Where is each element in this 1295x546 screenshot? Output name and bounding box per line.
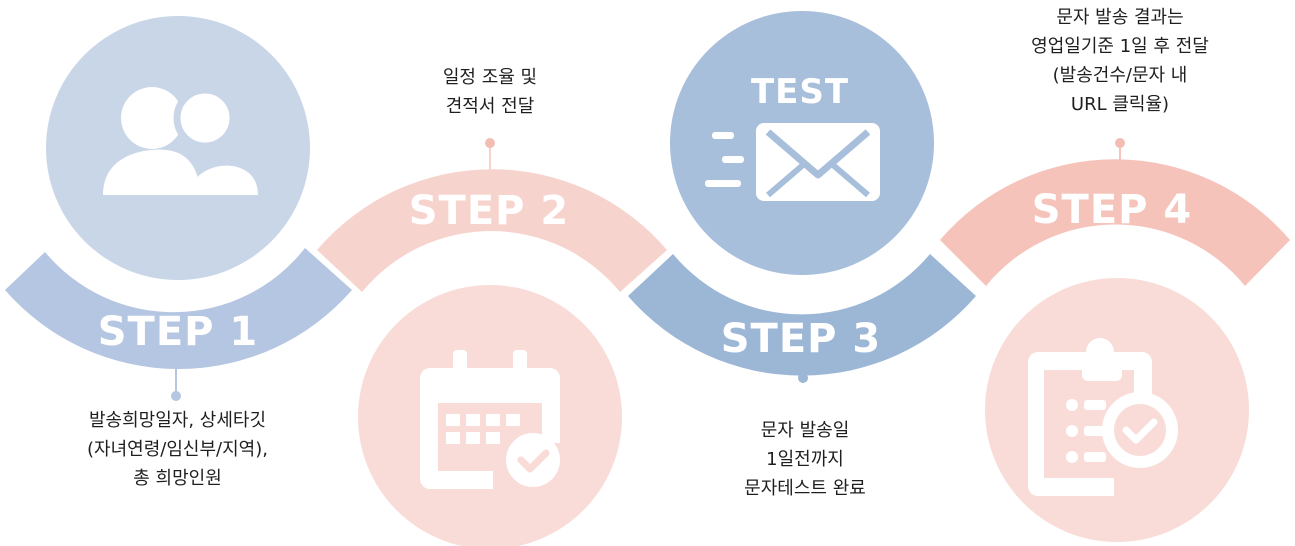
step-4-description-line: URL 클릭율) [1070,94,1170,115]
step-1-connector-dot [171,391,181,401]
step-3-band [628,254,976,376]
step-3-description-line: 1일전까지 [766,449,844,470]
step-1-description-line: 총 희망인원 [133,468,222,489]
step-3-connector-dot [798,373,808,383]
test-mail-icon: TEST [705,72,880,201]
step-2-description-line: 견적서 전달 [445,96,535,117]
step-4-description-line: 영업일기준 1일 후 전달 [1031,36,1209,57]
step-3: TEST STEP 3 [628,11,976,383]
step-4-band [940,159,1290,286]
step-3-description-line: 문자 발송일 [760,420,850,441]
step-2-description-line: 일정 조율 및 [442,67,538,88]
clipboard-check-icon [1028,338,1178,496]
step-2: STEP 2 [317,138,667,546]
step-2-description: 일정 조율 및 견적서 전달 [400,63,580,121]
calendar-check-icon [420,350,560,489]
step-4-description-line: (발송건수/문자 내 [1052,65,1188,86]
step-1-circle [46,16,310,280]
users-icon [103,86,258,195]
step-2-band [317,169,667,292]
step-1-label: STEP 1 [98,309,259,355]
test-mail-icon-text: TEST [751,72,849,112]
step-4-connector-dot [1115,138,1125,148]
step-1-description-line: (자녀연령/임신부/지역), [87,439,268,460]
step-1-band [5,248,352,370]
step-1-description-line: 발송희망일자, 상세타깃 [88,410,267,431]
step-4-description-line: 문자 발송 결과는 [1056,7,1184,28]
step-1: STEP 1 [5,16,352,401]
step-3-description-line: 문자테스트 완료 [744,478,866,499]
step-4-description: 문자 발송 결과는 영업일기준 1일 후 전달 (발송건수/문자 내 URL 클… [1000,3,1240,119]
step-3-description: 문자 발송일 1일전까지 문자테스트 완료 [710,416,900,503]
step-1-description: 발송희망일자, 상세타깃 (자녀연령/임신부/지역), 총 희망인원 [60,406,295,493]
step-4-label: STEP 4 [1032,187,1193,233]
step-2-connector-dot [485,138,495,148]
step-2-label: STEP 2 [409,188,570,234]
step-3-label: STEP 3 [721,316,882,362]
step-4: STEP 4 [940,138,1290,542]
